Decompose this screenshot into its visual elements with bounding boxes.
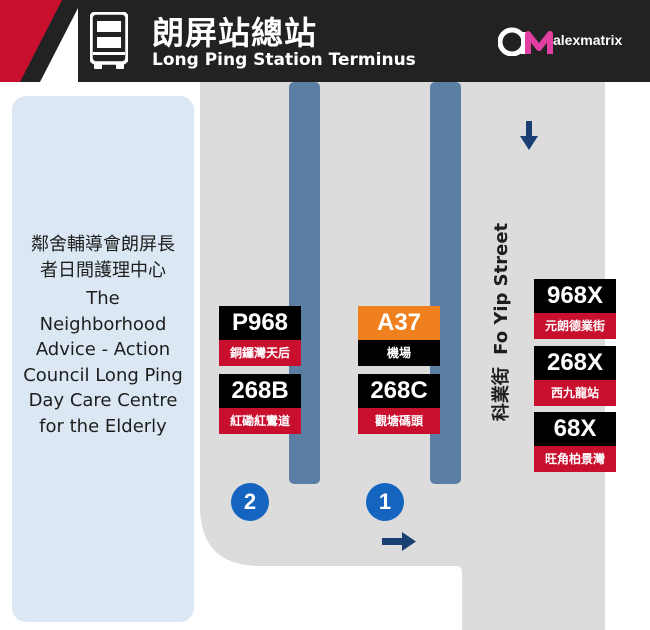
route-destination: 觀塘碼頭 <box>358 408 440 434</box>
route-sign-968x: 968X 元朗德業街 <box>534 279 616 339</box>
alexmatrix-logo-icon <box>498 27 553 56</box>
street-name-english: Fo Yip Street <box>491 222 512 355</box>
route-number: 268B <box>219 374 301 408</box>
header-bar: 朗屏站總站 Long Ping Station Terminus alexmat… <box>0 0 650 82</box>
brand-logo-text: alexmatrix <box>553 32 623 48</box>
route-number: 268X <box>534 346 616 380</box>
brand-logo: alexmatrix <box>498 26 638 56</box>
stand-2-marker: 2 <box>231 483 269 521</box>
street-name-chinese: 科業街 <box>491 367 512 422</box>
route-sign-68x: 68X 旺角柏景灣 <box>534 412 616 472</box>
community-centre-name-chinese: 鄰舍輔導會朗屏長者日間護理中心 <box>31 234 175 281</box>
header-stripe-decoration <box>0 0 78 82</box>
route-destination: 旺角柏景灣 <box>534 446 616 472</box>
route-destination: 機場 <box>358 340 440 366</box>
community-centre-label: 鄰舍輔導會朗屏長者日間護理中心 The Neighborhood Advice … <box>12 232 194 439</box>
route-number: P968 <box>219 306 301 340</box>
route-sign-p968: P968 銅鑼灣天后 <box>219 306 301 366</box>
route-destination: 西九龍站 <box>534 380 616 406</box>
traffic-arrow-down-icon <box>520 121 538 150</box>
route-destination: 紅磡紅鸞道 <box>219 408 301 434</box>
route-number: A37 <box>358 306 440 340</box>
page-title-chinese: 朗屏站總站 <box>152 14 318 52</box>
route-sign-268x: 268X 西九龍站 <box>534 346 616 406</box>
route-sign-a37: A37 機場 <box>358 306 440 366</box>
street-name-label: 科業街 Fo Yip Street <box>487 223 513 421</box>
route-number: 968X <box>534 279 616 313</box>
route-sign-268c: 268C 觀塘碼頭 <box>358 374 440 434</box>
route-number: 268C <box>358 374 440 408</box>
page-title-english: Long Ping Station Terminus <box>152 50 416 70</box>
route-destination: 元朗德業街 <box>534 313 616 339</box>
community-centre-name-english: The Neighborhood Advice - Action Council… <box>23 288 183 437</box>
route-number: 68X <box>534 412 616 446</box>
route-sign-268b: 268B 紅磡紅鸞道 <box>219 374 301 434</box>
traffic-arrow-right-icon <box>382 532 416 551</box>
double-decker-bus-icon <box>90 12 128 69</box>
stand-1-marker: 1 <box>366 483 404 521</box>
community-centre-area <box>12 96 194 622</box>
route-destination: 銅鑼灣天后 <box>219 340 301 366</box>
